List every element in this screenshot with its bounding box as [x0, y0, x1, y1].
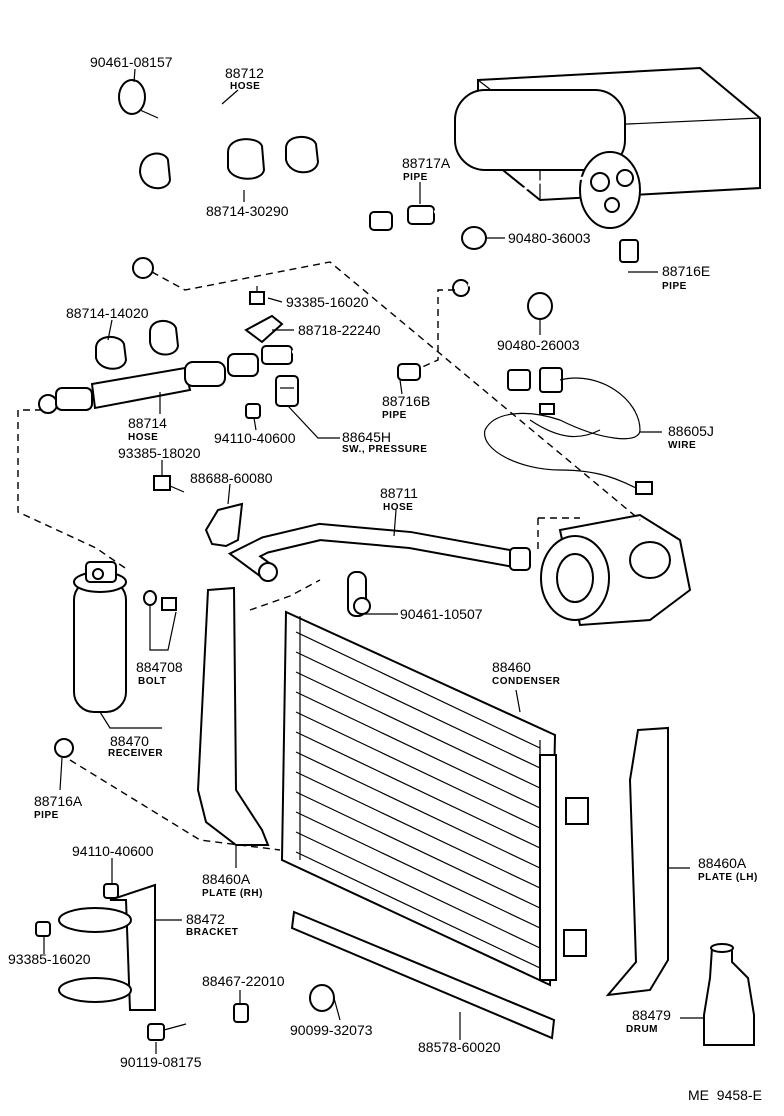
- label-93385-16020-top: 93385-16020: [286, 294, 369, 310]
- pipe-88716B: [261, 344, 421, 392]
- label-88712-name: HOSE: [230, 81, 260, 92]
- label-90461-10507: 90461-10507: [400, 606, 483, 622]
- bracket-88472: [58, 883, 156, 1011]
- label-90461-08157: 90461-08157: [90, 54, 173, 70]
- label-884708-name: BOLT: [138, 676, 166, 687]
- label-88716E: 88716E: [662, 263, 710, 279]
- label-88470: 88470: [110, 733, 149, 749]
- hose-88712: [89, 102, 393, 279]
- pipe-88716A: [30, 573, 74, 758]
- label-94110-40600-bottom: 94110-40600: [72, 843, 154, 859]
- switch-88645H: [275, 375, 299, 407]
- connection-lines: [17, 261, 641, 851]
- label-88460A-lh-name: PLATE (LH): [698, 872, 758, 883]
- bracket-88688-60080: [204, 502, 244, 548]
- bolt-93385-16020-bottom: [35, 921, 51, 937]
- label-88479: 88479: [632, 1007, 671, 1023]
- label-88716A-name: PIPE: [34, 810, 59, 821]
- label-88470-name: RECEIVER: [108, 748, 163, 759]
- label-88688-60080: 88688-60080: [190, 470, 273, 486]
- bolt-93385-18020: [153, 475, 185, 493]
- label-88460A-lh: 88460A: [698, 855, 747, 871]
- pipe-88716E: [452, 239, 639, 298]
- label-884708: 884708: [136, 659, 183, 675]
- label-88716E-name: PIPE: [662, 281, 687, 292]
- condenser-88460: [280, 610, 589, 987]
- label-88714-name: HOSE: [128, 432, 158, 443]
- label-88714-30290: 88714-30290: [206, 203, 289, 219]
- label-88460: 88460: [492, 659, 531, 675]
- figure-reference: ME 9458-E: [688, 1087, 762, 1103]
- label-88718-22240: 88718-22240: [298, 322, 381, 338]
- grommet-90480-26003: [527, 292, 553, 320]
- label-88716A: 88716A: [34, 793, 83, 809]
- receiver-88470: [73, 561, 127, 713]
- drum-88479: [703, 943, 755, 1046]
- plate-lh-88460A: [605, 726, 669, 997]
- label-88472-name: BRACKET: [186, 927, 238, 938]
- leader-lines: [43, 68, 704, 1054]
- grommet-90099-32073: [309, 984, 335, 1012]
- label-90119-08175: 90119-08175: [120, 1054, 202, 1070]
- bracket-88718-22240: [244, 314, 284, 344]
- label-88717A: 88717A: [402, 155, 451, 171]
- grommet-90480-36003: [461, 226, 487, 250]
- wire-88605J: [484, 367, 653, 495]
- pipe-88717A: [407, 176, 586, 225]
- label-88460-name: CONDENSER: [492, 676, 561, 687]
- nut-94110-40600-top: [245, 403, 261, 419]
- cushions-88714-14020: [95, 320, 180, 370]
- label-93385-16020-bottom: 93385-16020: [8, 951, 91, 967]
- label-90099-32073: 90099-32073: [290, 1022, 373, 1038]
- clamp-90461-10507: [347, 571, 371, 617]
- label-88716B-name: PIPE: [382, 410, 407, 421]
- label-88711: 88711: [380, 485, 418, 501]
- plate-rh-88460A: [196, 586, 270, 846]
- label-94110-40600-top: 94110-40600: [214, 430, 296, 446]
- label-93385-18020: 93385-18020: [118, 445, 201, 461]
- label-88717A-name: PIPE: [403, 172, 428, 183]
- label-88578-60020: 88578-60020: [418, 1039, 501, 1055]
- evaporator-unit: [454, 66, 761, 229]
- nut-94110-40600-bottom: [103, 883, 119, 899]
- seal-88578-60020: [290, 910, 556, 1040]
- bolt-93385-16020-top: [249, 286, 265, 305]
- hose-88714: [38, 353, 259, 414]
- cushions-88714-30290: [138, 136, 320, 190]
- label-88714-14020: 88714-14020: [66, 305, 149, 321]
- label-88460A-rh-name: PLATE (RH): [202, 888, 263, 899]
- label-88605J-name: WIRE: [668, 440, 696, 451]
- clamp-90461-08157: [118, 79, 159, 119]
- hose-88711: [227, 522, 531, 582]
- bolt-88467-22010: [233, 1003, 249, 1023]
- label-88645H: 88645H: [342, 429, 391, 445]
- label-88714: 88714: [128, 415, 167, 431]
- label-88711-name: HOSE: [383, 502, 413, 513]
- label-90480-26003: 90480-26003: [497, 337, 580, 353]
- label-88605J: 88605J: [668, 423, 714, 439]
- label-88472: 88472: [186, 911, 225, 927]
- label-88712: 88712: [225, 65, 264, 81]
- label-88479-name: DRUM: [626, 1024, 658, 1035]
- bolt-90119-08175: [147, 1023, 187, 1041]
- label-88645H-name: SW., PRESSURE: [342, 444, 427, 455]
- label-88467-22010: 88467-22010: [202, 973, 285, 989]
- label-88460A-rh: 88460A: [202, 871, 251, 887]
- bolts-884708: [143, 590, 177, 611]
- compressor: [540, 513, 692, 627]
- label-90480-36003: 90480-36003: [508, 230, 591, 246]
- label-88716B: 88716B: [382, 393, 430, 409]
